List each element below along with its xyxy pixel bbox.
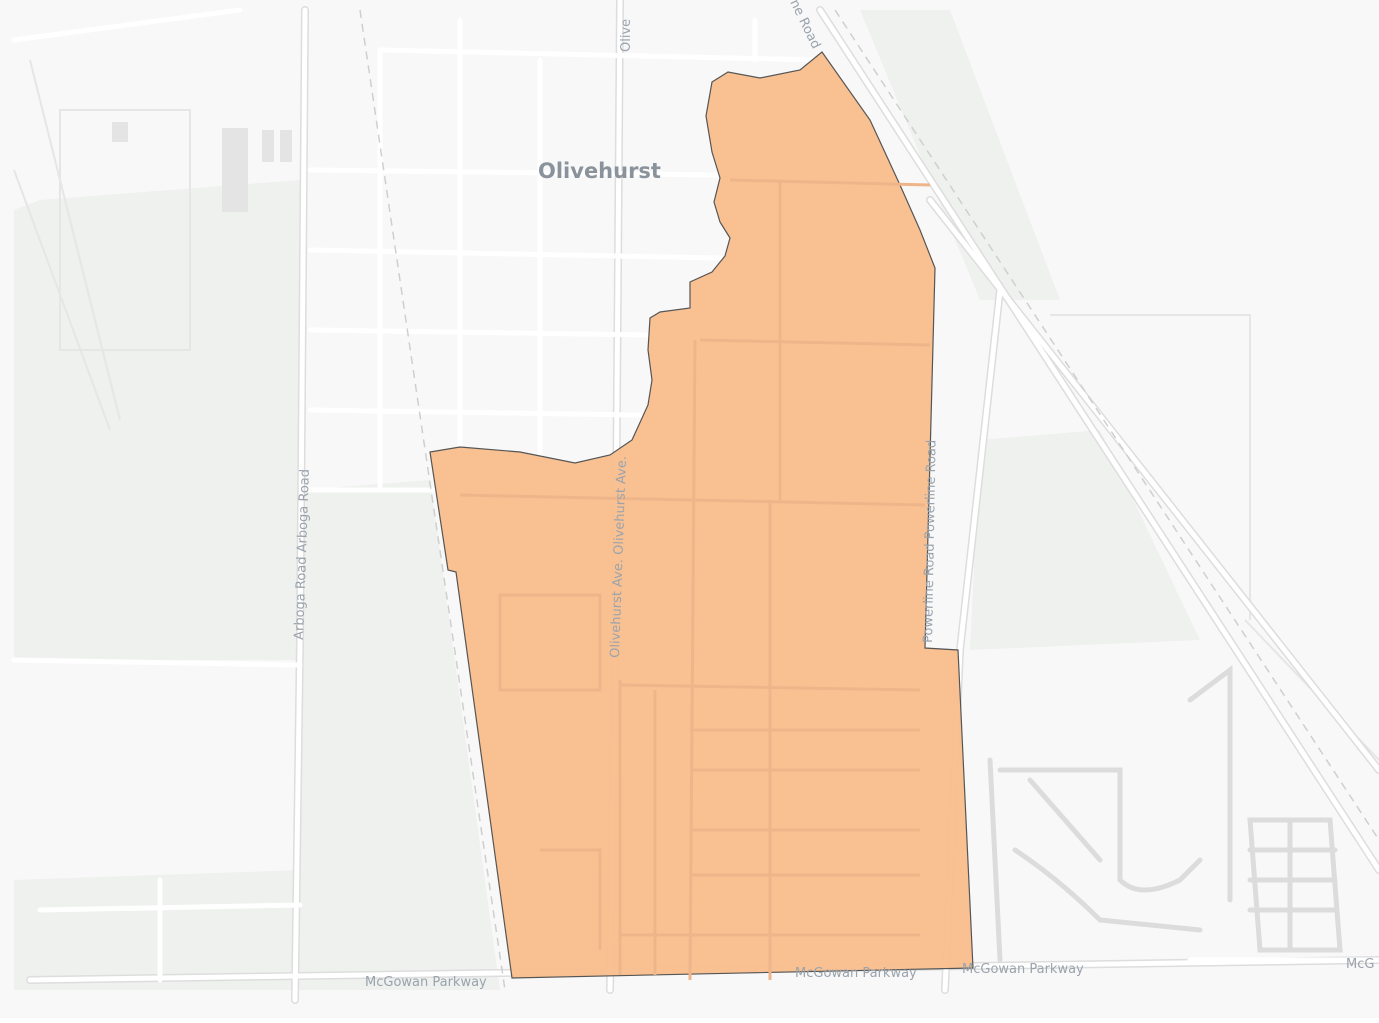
map-frame-white — [0, 1018, 1379, 1023]
building — [112, 122, 128, 142]
road-label-olive-top: Olive — [619, 19, 634, 52]
green-areas — [14, 10, 1200, 990]
streets-in-region — [459, 178, 931, 981]
road-label-mcgowan-right: McGowan Parkway — [962, 962, 1084, 977]
railways — [359, 9, 1379, 991]
building — [262, 130, 274, 162]
building — [222, 128, 248, 212]
road-label-mcgowan-mid: McGowan Parkway — [795, 966, 917, 981]
road-label-powerline: Powerline Road Powerline Road — [921, 440, 940, 643]
subdivision-streets — [987, 665, 1343, 963]
road-label-mcgowan-edge: McG — [1346, 957, 1374, 972]
road-label-arboga: Arboga Road Arboga Road — [292, 469, 313, 640]
road-label-mcgowan-left: McGowan Parkway — [365, 975, 487, 990]
highlight-region[interactable] — [429, 51, 974, 979]
place-label-olivehurst: Olivehurst — [538, 159, 661, 183]
building — [280, 130, 292, 162]
road-label-olivehurst-ave: Olivehurst Ave. Olivehurst Ave. — [608, 456, 630, 658]
